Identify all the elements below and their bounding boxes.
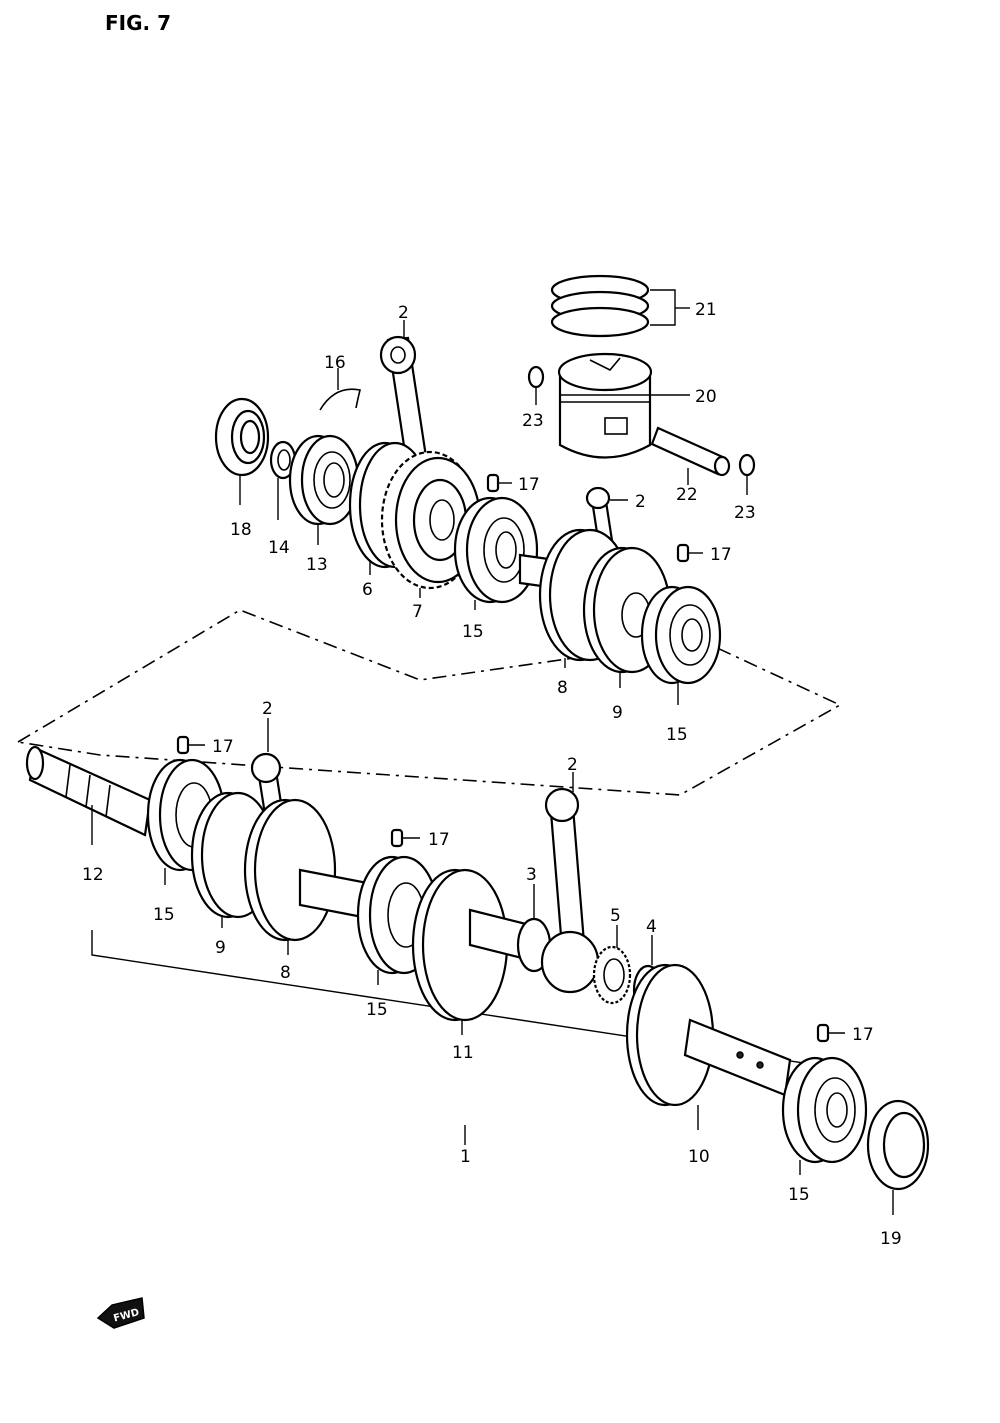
callout-2b: 2: [635, 492, 646, 512]
connecting-rod-lower-b: [540, 787, 600, 994]
oil-seal-18: [214, 397, 270, 477]
callout-17a: 17: [518, 475, 540, 495]
pin-17c: [176, 735, 190, 755]
callout-8b: 8: [280, 963, 291, 983]
callout-8a: 8: [557, 678, 568, 698]
callout-17d: 17: [428, 830, 450, 850]
callout-15e: 15: [788, 1185, 810, 1205]
bearing-15a: [453, 496, 539, 604]
callout-14: 14: [268, 538, 290, 558]
fwd-arrow-icon: FWD: [96, 1297, 145, 1329]
callout-20: 20: [695, 387, 717, 407]
callout-4: 4: [646, 917, 657, 937]
callout-6: 6: [362, 580, 373, 600]
callout-9a: 9: [612, 703, 623, 723]
callout-13: 13: [306, 555, 328, 575]
washer-14: [269, 440, 297, 480]
pin-17b: [676, 543, 690, 563]
piston-rings: [550, 274, 650, 338]
callout-23a: 23: [522, 411, 544, 431]
callout-1: 1: [460, 1147, 471, 1167]
callout-9b: 9: [215, 938, 226, 958]
assembly-frame: [17, 609, 842, 796]
oil-seal-19: [866, 1099, 930, 1191]
piston-pin: [650, 426, 731, 477]
piston: [557, 352, 653, 459]
callout-17e: 17: [852, 1025, 874, 1045]
crank-web-11: [411, 868, 532, 1022]
callout-2d: 2: [567, 755, 578, 775]
bearing-15b: [640, 585, 722, 685]
needle-bearing-5: [592, 945, 632, 1005]
leader-21: [650, 289, 676, 326]
callout-21: 21: [695, 300, 717, 320]
callout-3: 3: [526, 865, 537, 885]
callout-5: 5: [610, 906, 621, 926]
callout-15c: 15: [153, 905, 175, 925]
callout-19: 19: [880, 1229, 902, 1249]
callout-18: 18: [230, 520, 252, 540]
pin-17a: [486, 473, 500, 493]
callout-10: 10: [688, 1147, 710, 1167]
pin-17e: [816, 1023, 830, 1043]
piston-pin-clip-left: [527, 365, 545, 389]
bearing-13: [288, 434, 360, 526]
callout-15b: 15: [666, 725, 688, 745]
callout-2c: 2: [262, 699, 273, 719]
callout-23b: 23: [734, 503, 756, 523]
callout-7: 7: [412, 602, 423, 622]
callout-17b: 17: [710, 545, 732, 565]
pin-17d: [390, 828, 404, 848]
callout-15d: 15: [366, 1000, 388, 1020]
crank-web-8b: [243, 798, 337, 942]
callout-11: 11: [452, 1043, 474, 1063]
bearing-15e: [781, 1056, 868, 1164]
callout-17c: 17: [212, 737, 234, 757]
shaft-end-12: [25, 745, 152, 837]
callout-22: 22: [676, 485, 698, 505]
callout-16: 16: [324, 353, 346, 373]
callout-15a: 15: [462, 622, 484, 642]
figure-title: FIG. 7: [105, 11, 171, 35]
callout-2a: 2: [398, 303, 409, 323]
circlip-16: [319, 388, 361, 411]
callout-12: 12: [82, 865, 104, 885]
piston-pin-clip-right: [738, 453, 756, 477]
crank-web-10: [625, 963, 792, 1107]
